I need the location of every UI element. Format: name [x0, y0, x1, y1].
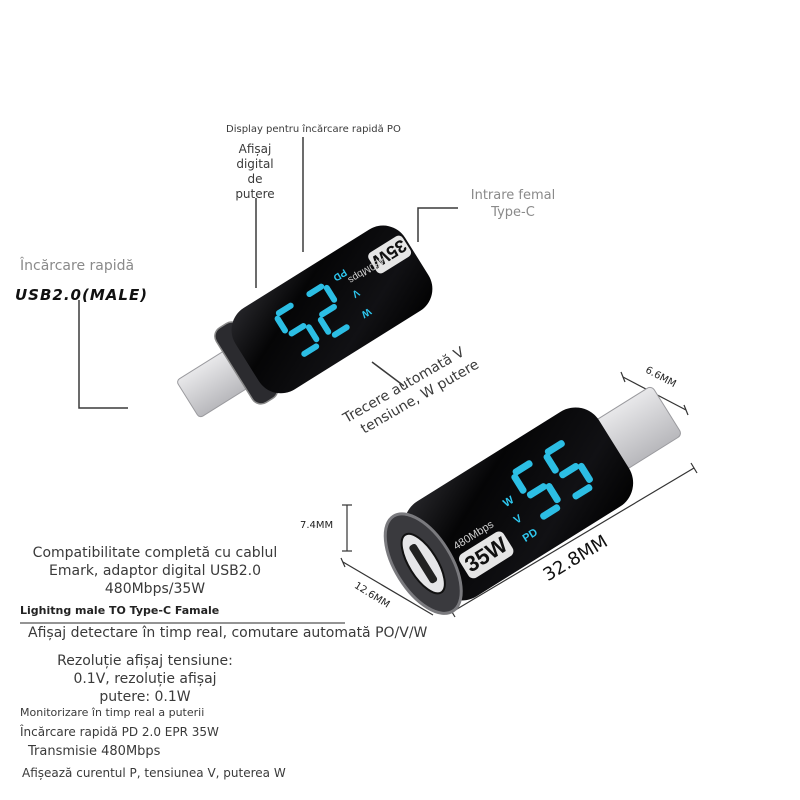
feature-pd: Încărcare rapidă PD 2.0 EPR 35W — [20, 725, 219, 739]
feature-line: putere: 0.1W — [99, 689, 191, 705]
callout-fast-charge: Încărcare rapidă — [20, 258, 135, 274]
product-subtitle: Lighitng male TO Type-C Famale — [20, 604, 220, 617]
callout-line: Intrare femal — [470, 188, 556, 203]
feature-line: Emark, adaptor digital USB2.0 — [49, 563, 261, 579]
callout-female-input: Intrare femal Type-C — [458, 187, 568, 221]
feature-resolution: Rezoluție afișaj tensiune: 0.1V, rezoluț… — [20, 652, 270, 706]
callout-line: Afișaj — [238, 142, 272, 156]
callout-digital-power-display: Afișaj digital de putere — [230, 142, 280, 202]
feature-monitoring: Monitorizare în timp real a puterii — [20, 706, 205, 719]
feature-compatibility: Compatibilitate completă cu cablul Emark… — [10, 544, 300, 598]
feature-line: 0.1V, rezoluție afișaj — [73, 671, 217, 687]
callout-line: putere — [235, 187, 275, 201]
dimension-height: 7.4MM — [300, 520, 334, 531]
callout-display-fast-charge: Display pentru încărcare rapidă PO — [226, 124, 401, 135]
feature-line: 480Mbps/35W — [104, 581, 206, 597]
feature-transfer: Transmisie 480Mbps — [28, 744, 161, 759]
feature-line: Compatibilitate completă cu cablul — [32, 545, 278, 561]
svg-text:V: V — [349, 287, 361, 300]
feature-shows: Afișează curentul P, tensiunea V, putere… — [22, 766, 286, 780]
feature-line: Rezoluție afișaj tensiune: — [57, 653, 233, 669]
callout-usb-male: USB2.0(MALE) — [15, 286, 149, 304]
callout-line: de — [247, 172, 263, 186]
feature-realtime-detect: Afișaj detectare în timp real, comutare … — [28, 625, 428, 641]
callout-line: Type-C — [491, 205, 535, 220]
callout-line: digital — [236, 157, 274, 171]
